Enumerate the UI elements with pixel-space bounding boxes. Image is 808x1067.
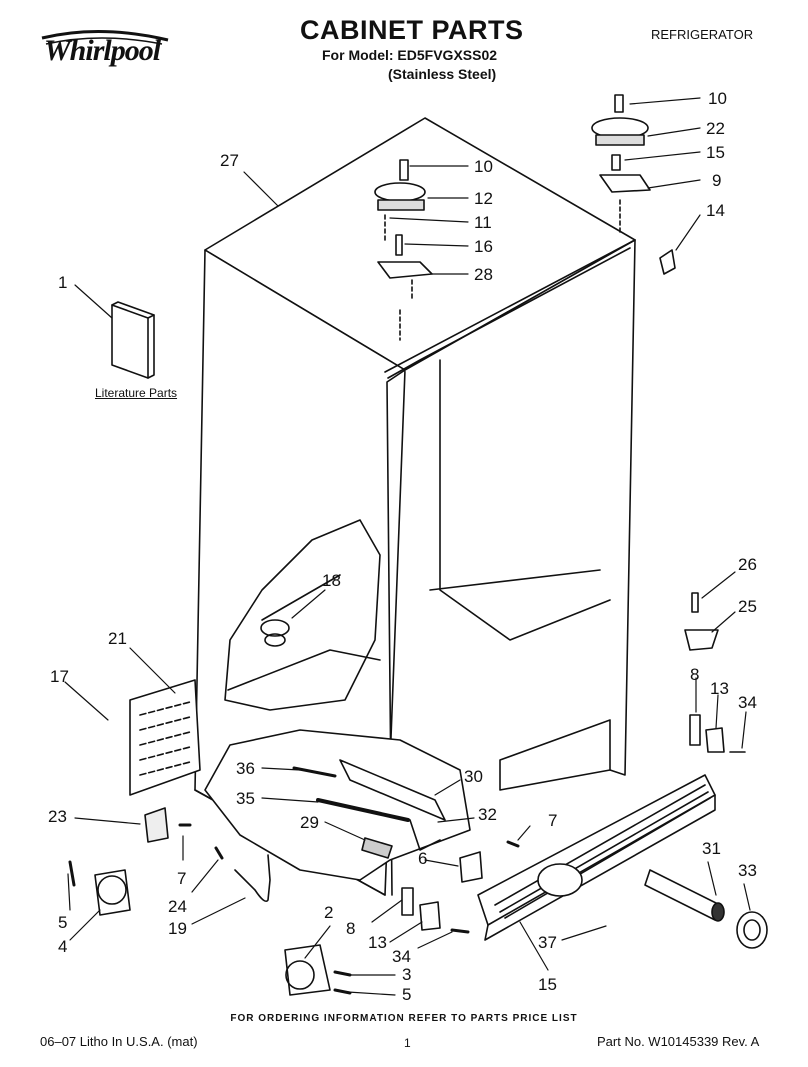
water-line-19 [214,846,271,903]
top-hinge-left [374,159,433,341]
literature-parts-label: Literature Parts [95,386,178,400]
callout-13-right: 13 [710,679,729,698]
logo-swoosh-icon [41,30,169,45]
callout-30: 30 [464,767,483,786]
water-tube-assembly [292,759,446,859]
page-number: 1 [404,1036,411,1050]
callout-9: 9 [712,171,721,190]
callout-15-lower: 15 [538,975,557,994]
callout-5-lower: 5 [402,985,411,1004]
hinge-cover-14 [659,249,676,275]
callout-11: 11 [474,213,492,232]
callout-16: 16 [474,237,493,256]
callout-7-right: 7 [548,811,557,830]
callout-35: 35 [236,789,255,808]
callout-34-right: 34 [738,693,757,712]
cabinet-body [194,117,636,896]
top-hinge-right [591,94,651,233]
callout-4: 4 [58,937,67,956]
callout-18: 18 [322,571,341,590]
callout-2: 2 [324,903,333,922]
callout-10-top-left: 10 [474,157,493,176]
callout-8-right: 8 [690,665,699,684]
literature-booklet [111,301,155,379]
callout-8-lower: 8 [346,919,355,938]
print-info: 06–07 Litho In U.S.A. (mat) [40,1034,198,1049]
callout-32: 32 [478,805,497,824]
drain-plug [260,619,290,647]
callout-3: 3 [402,965,411,984]
model-number: For Model: ED5FVGXSS02 [322,47,498,63]
page-title: CABINET PARTS [300,15,524,45]
callout-13-lower: 13 [368,933,387,952]
callout-37: 37 [538,933,557,952]
callout-23: 23 [48,807,67,826]
lower-hinge-bracket [401,840,520,934]
brand-name: Whirlpool [44,34,161,67]
callout-26: 26 [738,555,757,574]
callout-17: 17 [50,667,69,686]
callout-19: 19 [168,919,187,938]
callout-34-lower: 34 [392,947,411,966]
ordering-note: FOR ORDERING INFORMATION REFER TO PARTS … [230,1013,578,1024]
callout-24: 24 [168,897,187,916]
filter-cap [736,911,768,949]
leveling-roller [68,860,131,916]
callout-numbers: 10 22 15 9 14 27 10 12 11 16 28 1 18 26 … [48,89,757,1004]
callout-36: 36 [236,759,255,778]
callout-27: 27 [220,151,239,170]
front-roller-assembly [284,944,352,996]
whirlpool-logo: Whirlpool [40,28,170,72]
callout-21: 21 [108,629,127,648]
callout-5-left: 5 [58,913,67,932]
callout-22: 22 [706,119,725,138]
callout-31: 31 [702,839,721,858]
callout-10-top-right: 10 [708,89,727,108]
water-filter [644,869,725,922]
bottom-hinge-bracket [684,592,746,753]
callout-29: 29 [300,813,319,832]
appliance-category: REFRIGERATOR [651,27,754,42]
callout-15-top: 15 [706,143,725,162]
callout-28: 28 [474,265,493,284]
callout-7-left: 7 [177,869,186,888]
leader-lines [64,97,751,996]
part-number: Part No. W10145339 Rev. A [597,1034,760,1049]
callout-1: 1 [58,273,67,292]
callout-25: 25 [738,597,757,616]
callout-6: 6 [418,849,427,868]
callout-14: 14 [706,201,725,220]
roller-bracket-23 [144,807,192,843]
toe-grille [477,774,716,941]
callout-33: 33 [738,861,757,880]
model-finish: (Stainless Steel) [388,66,497,82]
callout-12: 12 [474,189,493,208]
side-panel [129,679,201,796]
